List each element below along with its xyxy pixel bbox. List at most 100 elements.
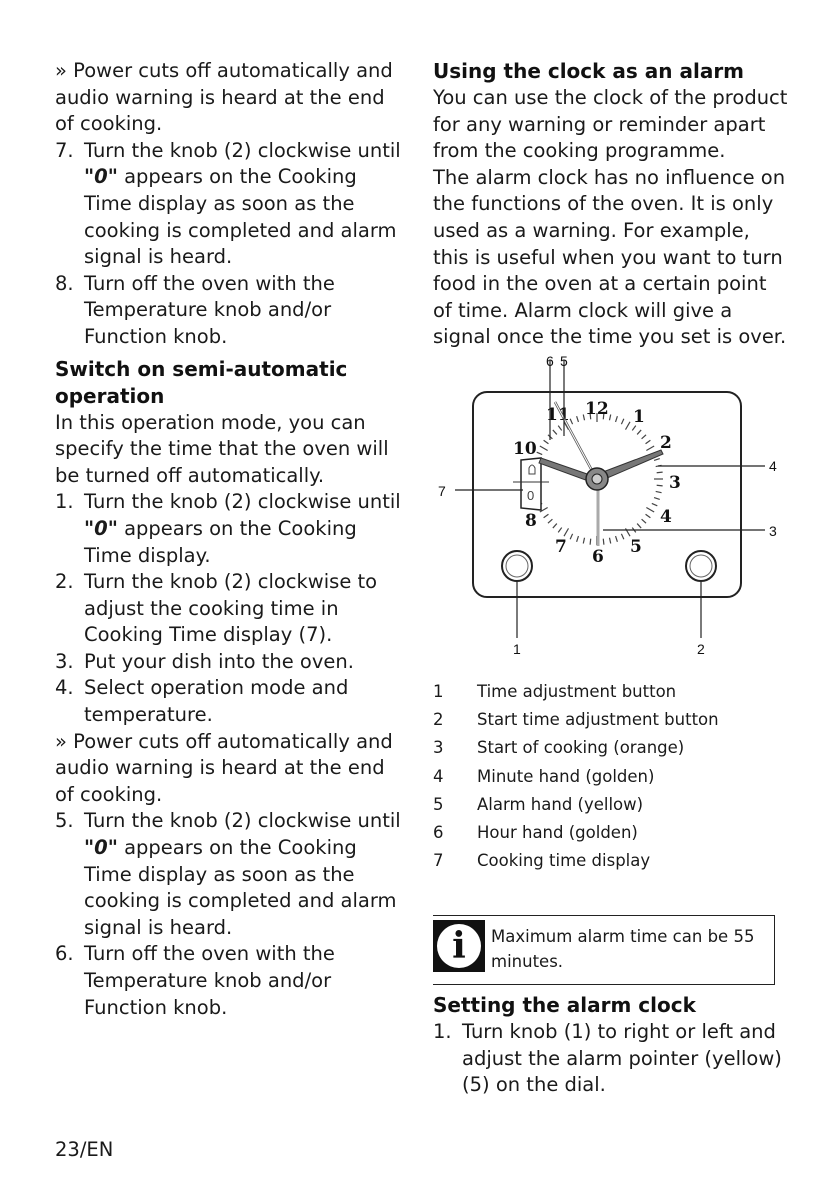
dial-tick [589,413,592,420]
step-number: 8. [55,271,74,295]
legend-number: 7 [433,851,444,871]
left-column: » Power cuts off automatically and audio… [55,58,407,1021]
step-text: Turn off the oven with the Temperature k… [84,942,335,1019]
dial-tick [608,537,612,544]
dial-tick [614,535,618,542]
dial-tick [602,413,605,420]
dial-tick [651,502,658,507]
dial-tick [563,421,570,430]
step-text: Turn the knob (2) clockwise until [84,809,401,833]
dial-tick [656,484,663,487]
legend-label: Start of cooking (orange) [477,738,685,758]
dial-number-12: 12 [585,399,609,419]
dial-tick [636,429,642,435]
callout-2: 2 [697,641,705,657]
dial-tick [543,439,549,445]
dial-tick [557,527,563,533]
legend-number: 5 [433,794,444,814]
dial-ticks [531,413,663,545]
legend-number: 6 [433,823,444,843]
dial-tick [552,523,558,529]
power-cut-note-2: » Power cuts off automatically and audio… [55,729,393,806]
legend-label: Minute hand (golden) [477,766,655,786]
step-text: Turn the knob (2) clockwise until [84,490,401,514]
callout-3: 3 [769,523,777,539]
dial-tick [646,445,655,452]
callout-5: 5 [560,353,568,369]
step-text: Turn the knob (2) clockwise until [84,138,401,162]
dial-tick [582,414,586,421]
zero-symbol: "0" [84,516,118,540]
dial-tick [653,458,660,462]
dial-number-6: 6 [592,547,604,567]
callout-6: 6 [546,353,554,369]
step-number: 6. [55,942,74,966]
step-4: 4. Select operation mode and temperature… [55,675,407,728]
dial-tick [536,451,543,456]
dial-tick [557,425,563,431]
dial-tick [552,429,558,435]
callout-4: 4 [769,458,777,474]
zero-symbol: "0" [84,836,118,860]
legend-label: Alarm hand (yellow) [477,794,644,814]
dial-tick [547,518,553,524]
step-number: 3. [55,649,74,673]
step-7: 7. Turn the knob (2) clockwise until "0"… [55,138,407,271]
dial-tick [645,513,651,519]
dial-number-2: 2 [660,433,672,453]
dial-tick [563,528,570,537]
legend-item: 4 Minute hand (golden) [433,763,719,791]
step-number: 1. [55,490,74,514]
legend-item: 5 Alarm hand (yellow) [433,791,719,819]
alarm-step-1: 1. Turn knob (1) to right or left and ad… [433,1019,791,1099]
dial-tick [636,523,642,529]
dial-tick [569,533,574,540]
info-note-text: Maximum alarm time can be 55 minutes. [491,927,755,971]
dial-tick [641,434,647,440]
dial-tick [539,445,548,452]
dial-tick [645,439,651,445]
step-number: 2. [55,570,74,594]
step-2: 2. Turn the knob (2) clockwise to adjust… [55,569,407,649]
dial-tick [620,418,625,425]
display-zero: 0 [527,488,534,503]
right-column-top: Using the clock as an alarm You can use … [433,58,791,351]
step-5: 5. Turn the knob (2) clockwise until "0"… [55,808,407,941]
dial-tick [539,506,548,513]
legend-item: 6 Hour hand (golden) [433,819,719,847]
dial-tick [543,513,549,519]
legend-number: 3 [433,738,444,758]
dial-tick [655,490,662,494]
dial-tick [656,471,663,474]
callout-7: 7 [438,483,446,499]
dial-number-5: 5 [630,537,642,557]
step-text: Turn knob (1) to right or left and adjus… [462,1020,782,1097]
dial-tick [608,414,612,421]
step-6: 6. Turn off the oven with the Temperatur… [55,941,407,1021]
clock-panel [472,391,742,598]
dial-tick [576,416,580,423]
legend-label: Hour hand (golden) [477,823,638,843]
heading-semi-automatic: Switch on semi-automatic operation [55,356,348,408]
alarm-intro: You can use the clock of the product for… [433,86,788,163]
legend-label: Cooking time display [477,851,651,871]
step-text: Put your dish into the oven. [84,649,354,673]
dial-number-7: 7 [555,537,567,557]
dial-tick [589,538,592,545]
dial-tick [631,425,637,431]
dial-tick [582,537,586,544]
callout-1: 1 [513,641,521,657]
dial-tick [624,421,631,430]
step-text: appears on the Cooking Time display as s… [84,165,397,269]
dial-number-4: 4 [660,507,672,527]
legend-number: 4 [433,766,444,786]
heading-setting-alarm: Setting the alarm clock [433,993,696,1017]
page-number: 23/EN [55,1138,114,1161]
step-1: 1. Turn the knob (2) clockwise until "0"… [55,489,407,569]
intro-semi-automatic: In this operation mode, you can specify … [55,410,389,487]
legend-item: 3 Start of cooking (orange) [433,734,719,762]
step-text: Turn the knob (2) clockwise to adjust th… [84,570,378,647]
heading-alarm: Using the clock as an alarm [433,59,745,83]
